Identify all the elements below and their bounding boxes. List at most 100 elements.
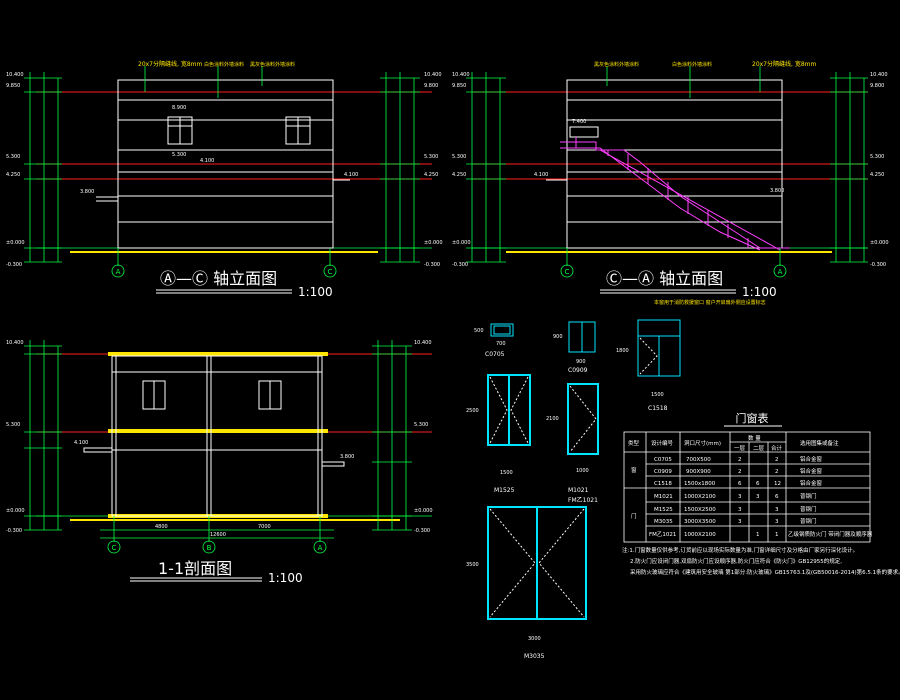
axis-bubble: C (112, 544, 117, 552)
elevation-mark: -0.300 (6, 528, 22, 534)
callout-note: 20x7分隔缝线, 宽8mm (138, 60, 202, 68)
cell-code: C1518 (654, 481, 672, 487)
axis-bubble: A (116, 268, 121, 276)
table-footnote: 采用防火玻璃应符合《建筑用安全玻璃 第1部分:防火玻璃》GB15763.1及(G… (630, 568, 900, 576)
cell-q1: 2 (738, 469, 742, 475)
detail-dim: 900 (553, 334, 563, 340)
detail-dim: 3000 (528, 636, 541, 642)
cell-qt: 2 (775, 457, 779, 463)
level-label: 8.900 (172, 105, 186, 111)
cell-qt: 12 (774, 481, 781, 487)
cell-qt: 3 (775, 519, 779, 525)
detail-code: C0909 (568, 367, 588, 374)
elevation-mark: ±0.000 (414, 508, 433, 514)
detail-dim: 500 (474, 328, 484, 334)
elevation-mark: 4.100 (74, 440, 88, 446)
cell-note: 铝合金窗 (800, 467, 823, 475)
elevation-mark: 9.850 (6, 83, 20, 89)
elevation-mark: -0.300 (6, 262, 22, 268)
cell-q1: 6 (738, 481, 742, 487)
cell-size: 1000X2100 (684, 494, 716, 500)
level-label: 4.100 (200, 158, 214, 164)
cell-code: M1021 (654, 494, 673, 500)
axis-bubble: C (328, 268, 333, 276)
table-row: M3035 3000X3500 3 3 普钢门 (654, 517, 817, 525)
cell-size: 3000X3500 (684, 519, 716, 525)
elevation-mark: 5.300 (6, 154, 20, 160)
detail-dim: 1000 (576, 468, 589, 474)
detail-dim: 1800 (616, 348, 629, 354)
callout-note: 本窗用于消防救援窗口 窗户开启扇外侧应设置标志 (654, 299, 766, 306)
dimension: 12600 (210, 532, 226, 538)
table-footnote: 注:1.门窗数量仅供参考,订货前应以现场实际数量为准,门窗详细尺寸及分格由厂家另… (622, 546, 858, 554)
elevation-mark: 5.300 (6, 422, 20, 428)
level-label: 3.800 (80, 189, 94, 195)
elevation-mark: -0.300 (414, 528, 430, 534)
cell-code: M1525 (654, 507, 673, 513)
cell-qt: 2 (775, 469, 779, 475)
cell-code: M3035 (654, 519, 673, 525)
table-group-type: 门 (631, 512, 637, 520)
table-footnote: 2.防火门应设闭门器,双扇防火门应设顺序器,防火门应符合《防火门》GB12955… (630, 557, 842, 565)
axis-bubble: C (565, 268, 570, 276)
elevation-mark: 4.250 (452, 172, 466, 178)
elevation-mark: -0.300 (452, 262, 468, 268)
cell-note: 乙级钢质防火门 带闭门器及顺序器 (788, 530, 873, 538)
elevation-mark: ±0.000 (424, 240, 443, 246)
cell-note: 铝合金窗 (800, 479, 823, 487)
detail-code: C1518 (648, 405, 668, 412)
cell-q1: 3 (738, 519, 742, 525)
table-row: FM乙1021 1000X2100 1 1 乙级钢质防火门 带闭门器及顺序器 (649, 530, 873, 538)
detail-code: M3035 (524, 653, 545, 660)
level-label: 7.400 (572, 119, 586, 125)
view-scale: 1:100 (268, 571, 303, 585)
elevation-mark: 4.250 (870, 172, 884, 178)
elevation-a-c: A C 20x7分隔缝线, 宽8mm 白色涂料外墙涂料 黑灰色涂料外墙涂料 8.… (6, 60, 443, 299)
cell-q2: 1 (756, 532, 760, 538)
detail-code: FM乙1021 (568, 497, 598, 504)
elevation-mark: 10.400 (414, 340, 432, 346)
elevation-mark: -0.300 (870, 262, 886, 268)
cell-qt: 1 (775, 532, 779, 538)
dimension: 7000 (258, 524, 271, 530)
elevation-mark: 5.300 (870, 154, 884, 160)
cell-note: 普钢门 (800, 517, 817, 525)
level-label: 4.100 (344, 172, 358, 178)
elevation-mark: ±0.000 (6, 508, 25, 514)
table-row: C0909 900X900 2 2 铝合金窗 (654, 467, 823, 475)
elevation-mark: 4.250 (424, 172, 438, 178)
table-row: M1525 1500X2500 3 3 普钢门 (654, 505, 817, 513)
view-scale: 1:100 (742, 285, 777, 299)
callout-note: 黑灰色涂料外墙涂料 (594, 61, 639, 68)
elevation-mark: ±0.000 (452, 240, 471, 246)
callout-note: 黑灰色涂料外墙涂料 (250, 61, 295, 68)
detail-code: M1021 (568, 487, 589, 494)
cell-code: FM乙1021 (649, 531, 676, 538)
table-subheader: 二层 (753, 445, 765, 452)
detail-dim: 1500 (500, 470, 513, 476)
cell-note: 铝合金窗 (800, 455, 823, 463)
cell-q1: 3 (738, 507, 742, 513)
detail-dim: 2500 (466, 408, 479, 414)
dimension: 4800 (155, 524, 168, 530)
elevation-mark: 10.400 (870, 72, 888, 78)
elevation-mark: 4.250 (6, 172, 20, 178)
elevation-mark: 10.400 (424, 72, 442, 78)
door-window-schedule: 门窗表 类型 设计编号 洞口尺寸(mm) 数 量 选用图集或备注 一层 二层 合… (622, 411, 900, 576)
cell-q2: 3 (756, 494, 760, 500)
table-header: 选用图集或备注 (800, 439, 839, 447)
axis-bubble: B (207, 544, 212, 552)
callout-note: 白色涂料外墙涂料 (672, 61, 712, 68)
elevation-mark: 3.800 (340, 454, 354, 460)
callout-note: 白色涂料外墙涂料 (204, 61, 244, 68)
cell-size: 1500X2500 (684, 507, 716, 513)
cell-q1: 3 (738, 494, 742, 500)
elevation-mark: 9.800 (870, 83, 884, 89)
door-window-details: C0705 700 500 C0909 900 900 C1518 1500 1… (466, 299, 766, 660)
detail-dim: 3500 (466, 562, 479, 568)
elevation-c-a: C A 黑灰色涂料外墙涂料 白色涂料外墙涂料 20x7分隔缝线, 宽8mm 7.… (452, 60, 889, 299)
cell-size: 1500x1800 (684, 481, 716, 487)
elevation-mark: 9.850 (452, 83, 466, 89)
